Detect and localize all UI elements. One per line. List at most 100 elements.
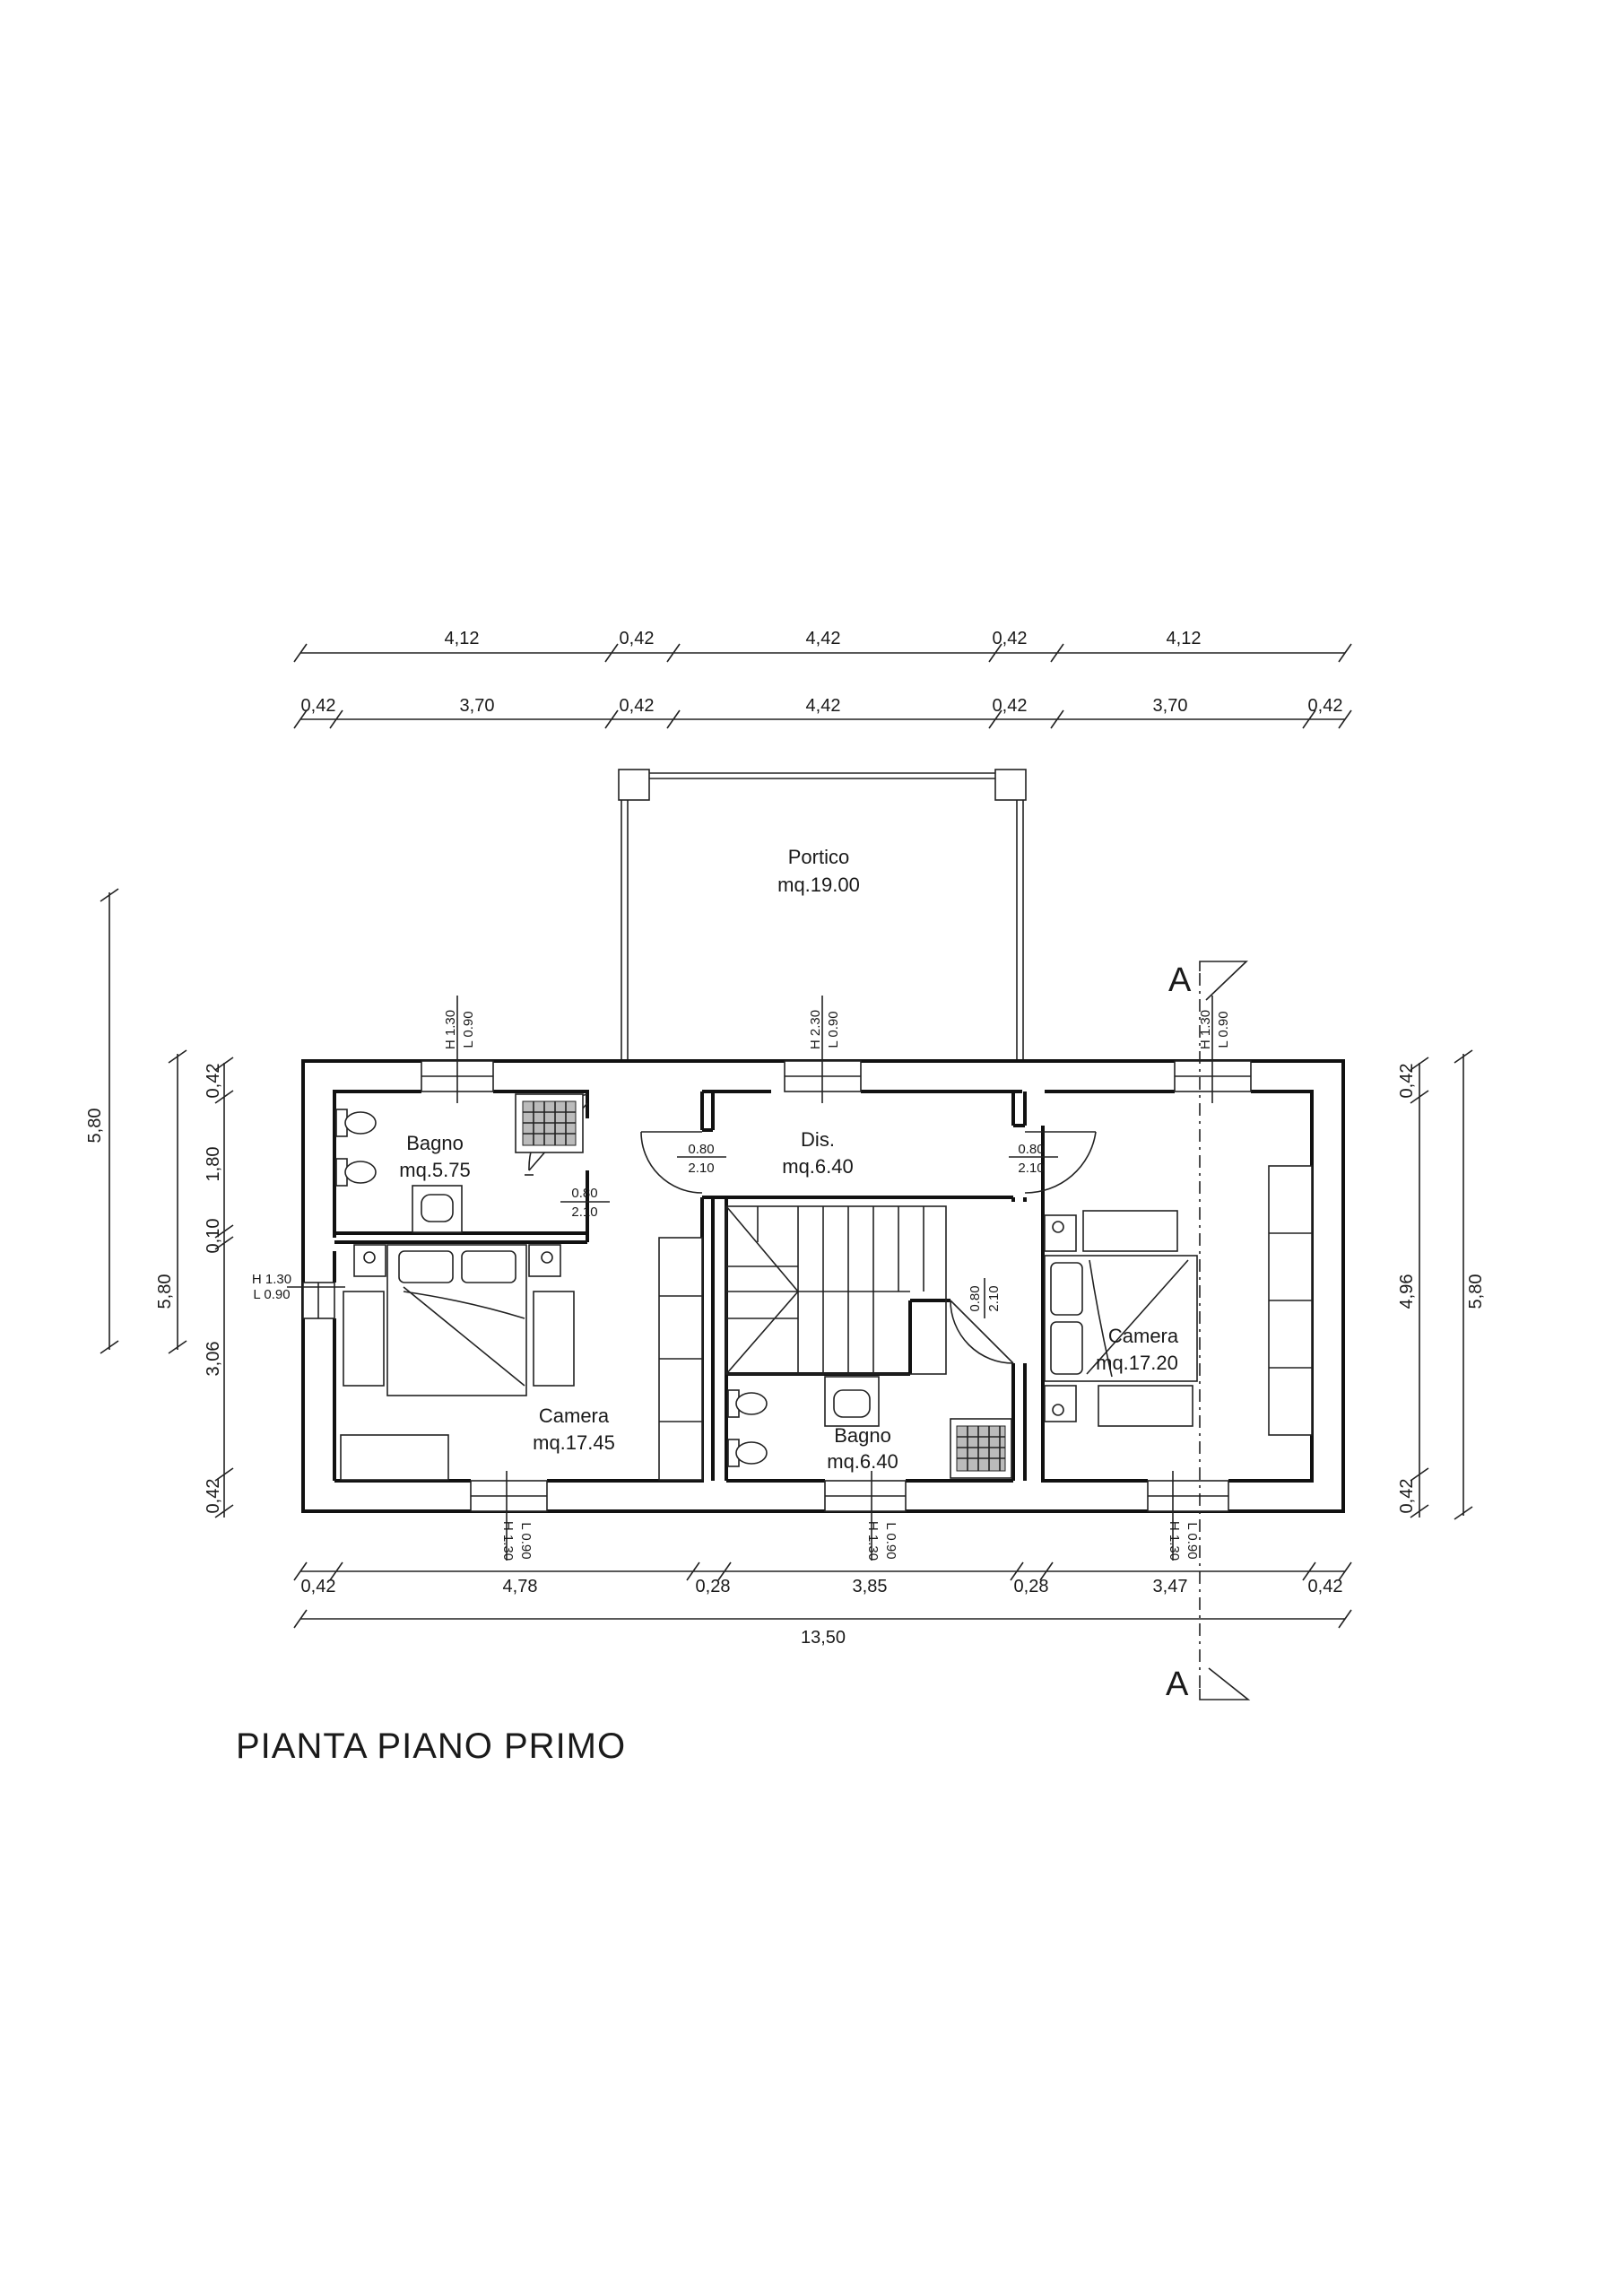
dis-name: Dis.: [801, 1128, 835, 1151]
dresser-icon: [340, 1434, 449, 1481]
rug-icon: [533, 1291, 575, 1387]
camera-left-fixtures: Camera mq.17.45: [340, 1237, 703, 1481]
bagno-center-fixtures: Bagno mq.6.40: [727, 1376, 1012, 1479]
dis-labels: Dis. mq.6.40: [782, 1128, 854, 1178]
dim-top1-4: 4,12: [1167, 629, 1202, 648]
dim-left-inner-3: 3,06: [204, 1342, 223, 1377]
section-label-bottom: A: [1166, 1665, 1189, 1703]
dis-area: mq.6.40: [782, 1155, 854, 1178]
window-left-l: L 0.90: [253, 1287, 290, 1302]
dim-bottom1-4: 0,28: [1014, 1577, 1049, 1596]
door-dis-right-height: 2.10: [1018, 1161, 1044, 1176]
dim-top2-3: 4,42: [806, 696, 841, 716]
dim-bottom1-2: 0,28: [696, 1577, 731, 1596]
dim-left-inner-2: 0,10: [204, 1219, 223, 1254]
dim-top2-5: 3,70: [1153, 696, 1188, 716]
camera-left-area: mq.17.45: [533, 1431, 615, 1454]
bagno-left-fixtures: Bagno mq.5.75: [335, 1093, 584, 1233]
dim-bottom1-1: 4,78: [503, 1577, 538, 1596]
dim-left-inner-1: 1,80: [204, 1147, 223, 1182]
dim-right-outer: 5,80: [1466, 1274, 1486, 1309]
portico: Portico mq.19.00: [618, 769, 1027, 1061]
dimension-chain-right-inner: 0,42 4,96 0,42: [1397, 1057, 1429, 1518]
dimension-total-bottom: 13,50: [293, 1609, 1352, 1648]
dim-top2-1: 3,70: [460, 696, 495, 716]
window-left-h: H 1.30: [252, 1272, 291, 1287]
rug-icon: [343, 1291, 385, 1387]
dim-top1-0: 4,12: [445, 629, 480, 648]
dim-bottom-total: 13,50: [801, 1628, 846, 1648]
bidet-icon: [727, 1439, 768, 1467]
sink-icon: [824, 1376, 880, 1427]
nightstand-icon: [1044, 1385, 1077, 1422]
window-top-right-l: L 0.90: [1216, 1011, 1231, 1048]
dim-top2-6: 0,42: [1308, 696, 1343, 716]
dim-top2-0: 0,42: [301, 696, 336, 716]
lamp-icon: [1052, 1404, 1064, 1416]
window-top-center: H 2.30 L 0.90: [784, 996, 862, 1103]
double-bed-icon: [386, 1244, 527, 1396]
dim-bottom1-0: 0,42: [301, 1577, 336, 1596]
window-bottom-left-l: L 0.90: [518, 1522, 534, 1559]
door-stair-right-height: 2.10: [986, 1285, 1002, 1311]
door-dis-right-width: 0.80: [1018, 1142, 1044, 1157]
dimension-chain-left-inner: 0,42 1,80 0,10 3,06 0,42: [204, 1057, 234, 1518]
door-stair-right-width: 0.80: [968, 1285, 983, 1311]
window-top-center-h: H 2.30: [808, 1010, 823, 1049]
dim-top1-2: 4,42: [806, 629, 841, 648]
window-top-center-l: L 0.90: [826, 1011, 841, 1048]
section-line-a: A A: [1166, 961, 1251, 1703]
lamp-icon: [541, 1251, 553, 1264]
dim-bottom1-5: 3,47: [1153, 1577, 1188, 1596]
door-dis-right: 0.80 2.10: [1009, 1131, 1097, 1194]
dim-top2-4: 0,42: [993, 696, 1028, 716]
dim-right-inner-0: 0,42: [1397, 1064, 1417, 1099]
dimension-chain-top-2: 0,42 3,70 0,42 4,42 0,42 3,70 0,42: [293, 696, 1352, 729]
camera-right-name: Camera: [1108, 1325, 1179, 1347]
dimension-chain-left-outer: 5,80: [85, 888, 119, 1354]
bidet-icon: [335, 1158, 377, 1187]
bagno-center-area: mq.6.40: [827, 1450, 898, 1473]
staircase: [725, 1205, 947, 1375]
dim-bottom1-3: 3,85: [853, 1577, 888, 1596]
bagno-left-area: mq.5.75: [399, 1159, 471, 1181]
door-bagno-left-height: 2.10: [571, 1205, 597, 1220]
portico-name: Portico: [788, 846, 849, 868]
dimension-chain-top-1: 4,12 0,42 4,42 0,42 4,12: [293, 629, 1352, 663]
dim-top1-1: 0,42: [620, 629, 655, 648]
window-left: H 1.30 L 0.90: [252, 1272, 345, 1319]
bagno-left-name: Bagno: [406, 1132, 464, 1154]
dimension-chain-bottom-1: 0,42 4,78 0,28 3,85 0,28 3,47 0,42: [293, 1561, 1352, 1596]
window-bottom-center-h: H 1.30: [865, 1521, 881, 1561]
door-dis-left-height: 2.10: [688, 1161, 714, 1176]
dim-top1-3: 0,42: [993, 629, 1028, 648]
shower-icon: [950, 1418, 1012, 1479]
lamp-icon: [363, 1251, 376, 1264]
dim-left-mid: 5,80: [155, 1274, 175, 1309]
window-bottom-left-h: H 1.30: [500, 1521, 516, 1561]
door-bagno-left-width: 0.80: [571, 1186, 597, 1201]
toilet-icon: [335, 1109, 377, 1137]
window-top-left-h: H 1.30: [443, 1010, 458, 1049]
dim-left-outer: 5,80: [85, 1109, 105, 1144]
camera-left-name: Camera: [539, 1405, 610, 1427]
sink-icon: [412, 1185, 463, 1233]
rug-icon: [1098, 1385, 1193, 1427]
window-top-right-h: H 1.30: [1198, 1010, 1213, 1049]
double-bed-icon: [1044, 1255, 1198, 1382]
window-bottom-right: H 1.30 L 0.90: [1147, 1471, 1229, 1561]
window-top-left: H 1.30 L 0.90: [421, 996, 494, 1103]
toilet-icon: [727, 1389, 768, 1418]
window-bottom-center: H 1.30 L 0.90: [824, 1471, 907, 1561]
drawing-title: PIANTA PIANO PRIMO: [236, 1726, 626, 1766]
rug-icon: [1082, 1210, 1178, 1252]
dim-top2-2: 0,42: [620, 696, 655, 716]
dimension-chain-left-mid: 5,80: [155, 1049, 187, 1354]
nightstand-icon: [1044, 1214, 1077, 1252]
portico-area: mq.19.00: [777, 874, 860, 896]
wardrobe-icon: [1268, 1165, 1313, 1436]
dim-right-inner-2: 0,42: [1397, 1479, 1417, 1514]
dimension-chain-right-outer: 5,80: [1454, 1049, 1486, 1520]
shower-icon: [515, 1093, 584, 1153]
